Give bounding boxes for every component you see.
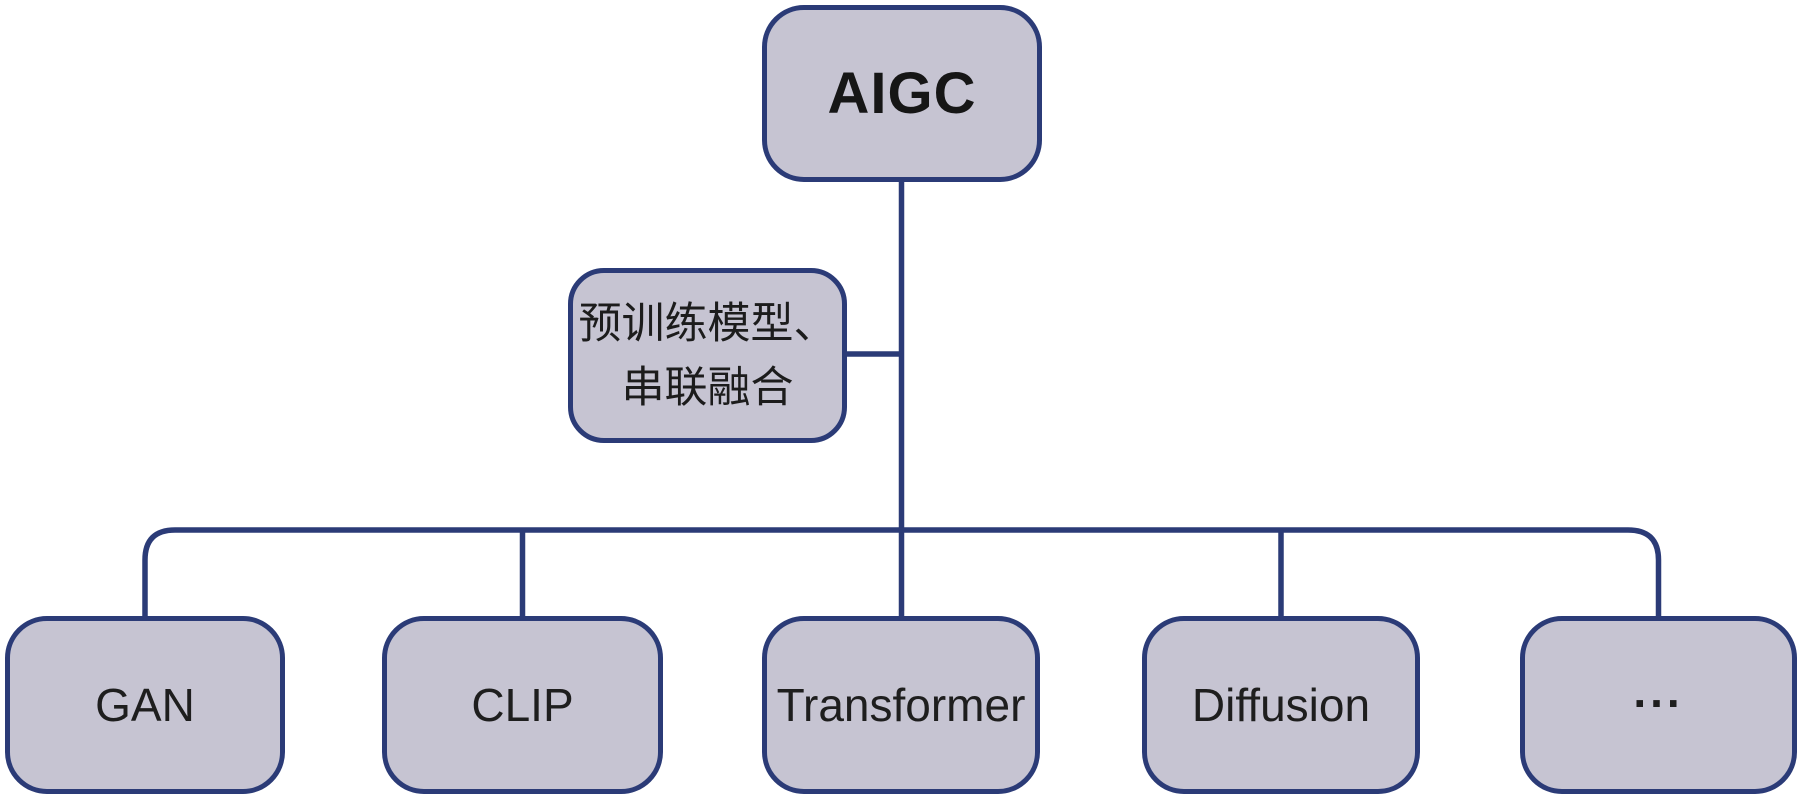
node-aigc: AIGC <box>762 5 1042 182</box>
node-transformer: Transformer <box>762 616 1040 794</box>
node-pretrain-fusion-label: 预训练模型、 串联融合 <box>579 292 837 420</box>
node-clip-label: CLIP <box>471 679 574 731</box>
node-more: ... <box>1520 616 1797 794</box>
node-more-label: ... <box>1633 665 1684 717</box>
node-diffusion-label: Diffusion <box>1191 679 1371 731</box>
node-gan: GAN <box>5 616 285 794</box>
node-diffusion: Diffusion <box>1142 616 1420 794</box>
node-gan-label: GAN <box>95 679 195 731</box>
node-aigc-label: AIGC <box>827 61 977 126</box>
pretrain-fusion-line1: 预训练模型、 <box>578 299 837 348</box>
node-transformer-label: Transformer <box>776 679 1026 731</box>
node-clip: CLIP <box>382 616 663 794</box>
children-rail-line <box>142 527 1662 616</box>
node-pretrain-fusion: 预训练模型、 串联融合 <box>568 268 847 443</box>
pretrain-fusion-line2: 串联融合 <box>621 363 794 412</box>
